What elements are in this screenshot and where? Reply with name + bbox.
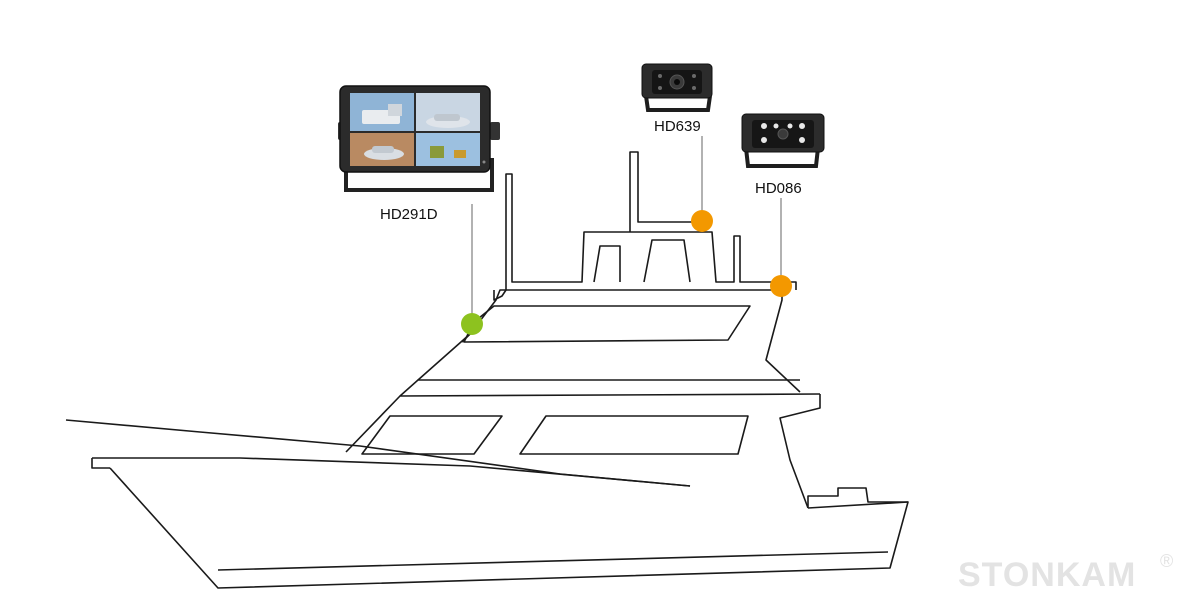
camera-1-connector-dot xyxy=(691,210,713,232)
camera-icon xyxy=(741,113,825,168)
monitor-model-label: HD291D xyxy=(380,206,438,223)
brand-watermark: STONKAM xyxy=(958,556,1137,594)
camera-1-model-label: HD639 xyxy=(654,118,701,135)
boat-outline xyxy=(65,151,909,589)
registered-mark: ® xyxy=(1160,551,1174,571)
lead-lines xyxy=(471,136,782,322)
monitor-connector-dot xyxy=(461,313,483,335)
camera-2-model-label: HD086 xyxy=(755,180,802,197)
camera-icon xyxy=(641,63,713,112)
camera-2-connector-dot xyxy=(770,275,792,297)
monitor-icon xyxy=(338,85,500,192)
